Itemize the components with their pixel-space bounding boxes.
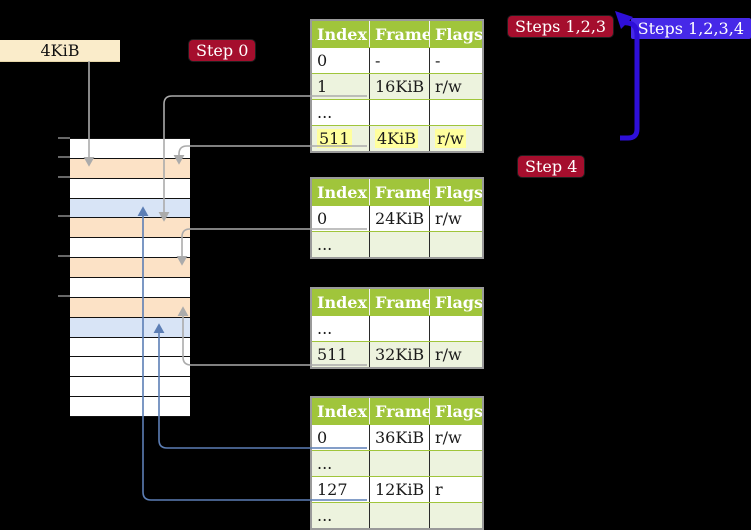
column-header: Flags <box>429 179 482 205</box>
physical-memory-strip <box>70 138 190 417</box>
table-cell: 511 <box>317 129 352 148</box>
memory-row-peach <box>70 157 190 178</box>
table-cell: 24KiB <box>369 206 429 231</box>
table-cell: 0 <box>317 51 328 70</box>
table-cell <box>369 232 429 257</box>
table-cell: r/w <box>429 342 482 367</box>
column-header: Index <box>317 401 368 421</box>
column-header: Frame <box>369 179 429 205</box>
memory-row-white <box>70 237 190 258</box>
table-cell: 0 <box>317 209 328 228</box>
table-cell: r <box>429 477 482 502</box>
table-cell: r/w <box>429 126 482 151</box>
table-cell: 511 <box>317 345 348 364</box>
column-header: Frame <box>369 398 429 424</box>
table-cell <box>429 451 482 476</box>
steps-1234-badge: Steps 1,2,3,4 <box>630 18 751 39</box>
memory-row-white <box>70 139 190 158</box>
table-cell: 0 <box>317 428 328 447</box>
table-row: ... <box>312 231 482 257</box>
table-cell: 12KiB <box>369 477 429 502</box>
table-cell <box>369 100 429 125</box>
table-row: ... <box>312 450 482 476</box>
table-cell: r/w <box>429 206 482 231</box>
memory-row-peach <box>70 217 190 238</box>
table-cell <box>369 451 429 476</box>
step-4-badge: Step 4 <box>518 156 585 177</box>
memory-row-white <box>70 376 190 397</box>
memory-row-blue <box>70 197 190 218</box>
memory-row-white <box>70 356 190 377</box>
table-cell <box>429 503 482 528</box>
table-cell: ... <box>317 506 333 525</box>
table-cell: 16KiB <box>369 74 429 99</box>
table-row: ... <box>312 99 482 125</box>
table-cell: 36KiB <box>369 425 429 450</box>
table-row: 0 -- <box>312 47 482 73</box>
table-cell: - <box>429 48 482 73</box>
column-header: Flags <box>429 289 482 315</box>
table-cell: 127 <box>317 480 348 499</box>
table-cell: 32KiB <box>369 342 429 367</box>
memory-row-blue <box>70 316 190 337</box>
step-0-badge: Step 0 <box>189 40 256 61</box>
table-cell <box>369 503 429 528</box>
memory-row-white <box>70 396 190 417</box>
column-header: Flags <box>429 21 482 47</box>
table-cell <box>429 316 482 341</box>
table-cell: r/w <box>429 74 482 99</box>
memory-row-peach <box>70 296 190 317</box>
memory-row-peach <box>70 257 190 278</box>
memory-row-white <box>70 336 190 357</box>
table-cell <box>369 316 429 341</box>
table-cell: 4KiB <box>369 126 429 151</box>
column-header: Index <box>317 292 368 312</box>
steps-123-badge: Steps 1,2,3 <box>508 16 614 37</box>
column-header: Frame <box>369 289 429 315</box>
table-cell: - <box>369 48 429 73</box>
table-cell: ... <box>317 103 333 122</box>
table-row: ... <box>312 315 482 341</box>
memory-row-white <box>70 177 190 198</box>
column-header: Flags <box>429 398 482 424</box>
table-cell: r/w <box>429 425 482 450</box>
page-size-label: 4KiB <box>0 40 120 62</box>
table-cell: 1 <box>317 77 328 96</box>
column-header: Index <box>317 182 368 202</box>
column-header: Index <box>317 24 368 44</box>
table-row: ... <box>312 502 482 528</box>
table-cell <box>429 232 482 257</box>
table-cell <box>429 100 482 125</box>
table-cell: ... <box>317 235 333 254</box>
table-cell: ... <box>317 319 333 338</box>
column-header: Frame <box>369 21 429 47</box>
memory-row-white <box>70 277 190 297</box>
address-ticks <box>58 137 70 297</box>
table-cell: ... <box>317 454 333 473</box>
